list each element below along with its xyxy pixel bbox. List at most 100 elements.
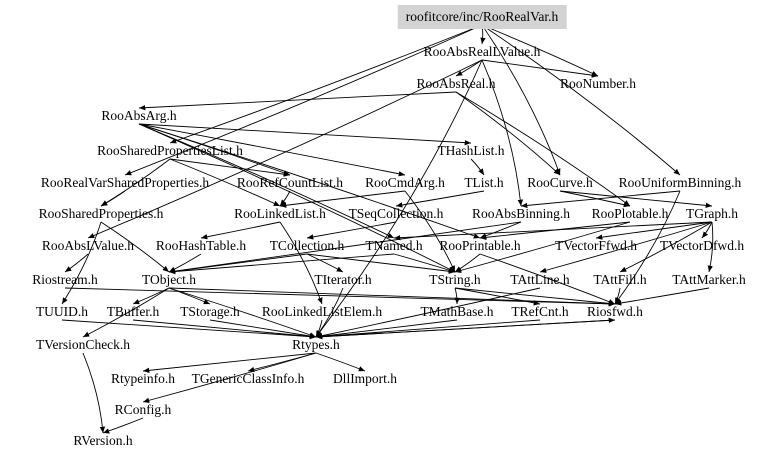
node-RooSharedProperties[interactable]: RooSharedProperties.h [38, 206, 164, 221]
node-RooAbsRealLValue[interactable]: RooAbsRealLValue.h [423, 44, 541, 59]
edge-TCollection-to-TIterator [306, 253, 344, 273]
edge-root-to-RooUniformBinning [481, 24, 681, 176]
edge-Rtypes-to-TGenericClassInfo [247, 352, 317, 373]
edge-TCollection-to-TString [306, 253, 456, 274]
edge-root-to-RooSharedPropertiesList [169, 24, 483, 144]
edge-TStorage-to-Rtypes [209, 319, 317, 339]
node-RooNumber[interactable]: RooNumber.h [559, 76, 637, 91]
node-THashList[interactable]: THashList.h [437, 143, 505, 158]
edge-RooCurve-to-TGraph [559, 190, 713, 209]
edge-RooPrintable-to-TString [454, 253, 481, 273]
edge-RooAbsArg-to-TString [138, 123, 456, 273]
node-RooCurve[interactable]: RooCurve.h [527, 175, 593, 190]
edge-TGraph-to-TAttFill [619, 221, 713, 273]
edge-Rtypes-to-Rtypeinfo [142, 352, 317, 374]
node-RooRealVarSharedProperties[interactable]: RooRealVarSharedProperties.h [40, 175, 210, 190]
edge-RooAbsRealLValue-to-RooAbsBinning [481, 59, 524, 207]
node-TUUID[interactable]: TUUID.h [35, 304, 89, 319]
node-TSeqCollection[interactable]: TSeqCollection.h [348, 206, 444, 221]
edge-TString-to-TMathBase [454, 287, 460, 305]
edge-TGraph-to-TNamed [393, 221, 713, 241]
edge-TString-to-TRefCnt [454, 287, 541, 306]
node-RooRefCountList[interactable]: RooRefCountList.h [236, 175, 344, 190]
node-Rtypeinfo[interactable]: Rtypeinfo.h [110, 371, 176, 386]
edge-root-to-RooCurve [481, 24, 561, 176]
edge-RooCmdArg-to-TString [404, 190, 456, 273]
node-RooAbsArg[interactable]: RooAbsArg.h [101, 108, 177, 123]
node-TNamed[interactable]: TNamed.h [365, 238, 423, 253]
edge-RooAbsArg-to-RooRefCountList [138, 123, 291, 176]
node-DllImport[interactable]: DllImport.h [332, 371, 398, 386]
node-TStorage[interactable]: TStorage.h [180, 304, 240, 319]
node-RooUniformBinning[interactable]: RooUniformBinning.h [618, 175, 742, 190]
edge-TGraph-to-TAttMarker [707, 221, 714, 273]
node-RooLinkedList[interactable]: RooLinkedList.h [234, 206, 326, 221]
edge-RooAbsArg-to-TNamed [138, 123, 395, 239]
edge-TRefCnt-to-Rtypes [315, 319, 541, 340]
node-TVectorFfwd[interactable]: TVectorFfwd.h [554, 238, 638, 253]
node-TAttLine[interactable]: TAttLine.h [510, 272, 570, 287]
node-TString[interactable]: TString.h [429, 272, 481, 287]
edge-root-to-RooNumber [481, 24, 599, 77]
node-Rtypes[interactable]: Rtypes.h [292, 337, 340, 352]
edge-TUUID-to-Rtypes [61, 319, 317, 340]
edge-RooAbsRealLValue-to-RooNumber [481, 59, 599, 78]
edge-TGraph-to-TAttLine [539, 221, 713, 273]
edge-TGraph-to-TVectorDfwd [701, 221, 713, 239]
edge-RooAbsLValue-to-Riostream [64, 253, 89, 273]
node-TGraph[interactable]: TGraph.h [685, 206, 739, 221]
node-RooLinkedListElem[interactable]: RooLinkedListElem.h [261, 304, 383, 319]
edge-TBuffer-to-Rtypes [132, 319, 317, 340]
edge-TObject-to-Rtypes [168, 287, 317, 338]
edge-TList-to-TSeqCollection [395, 190, 485, 208]
node-RooPlotable[interactable]: RooPlotable.h [591, 206, 669, 221]
node-RConfig[interactable]: RConfig.h [114, 402, 172, 417]
node-TList[interactable]: TList.h [464, 175, 504, 190]
node-RooSharedPropertiesList[interactable]: RooSharedPropertiesList.h [97, 143, 243, 158]
node-RooAbsLValue[interactable]: RooAbsLValue.h [41, 238, 135, 253]
node-TAttFill[interactable]: TAttFill.h [593, 272, 647, 287]
node-RooAbsReal[interactable]: RooAbsReal.h [416, 76, 496, 91]
node-TMathBase[interactable]: TMathBase.h [420, 304, 494, 319]
node-RooPrintable[interactable]: RooPrintable.h [439, 238, 521, 253]
edge-RooUniformBinning-to-Riosfwd [614, 190, 681, 305]
edge-RooCurve-to-RooPlotable [559, 190, 631, 208]
edge-root-to-RooRealVarSharedProperties [124, 24, 483, 176]
node-Riostream[interactable]: Riostream.h [32, 272, 98, 287]
node-TBuffer[interactable]: TBuffer.h [106, 304, 160, 319]
edge-RooRefCountList-to-RooLinkedList [279, 190, 291, 207]
edge-RooLinkedList-to-RooHashTable [200, 221, 281, 240]
node-Riosfwd[interactable]: Riosfwd.h [587, 304, 643, 319]
edge-TGraph-to-TVectorFfwd [595, 221, 713, 240]
node-RVersion[interactable]: RVersion.h [73, 433, 133, 448]
node-TVersionCheck[interactable]: TVersionCheck.h [35, 337, 131, 352]
edge-TString-to-Riosfwd [454, 287, 616, 307]
edge-TAttFill-to-Riosfwd [614, 287, 621, 305]
edge-TObject-to-TVersionCheck [82, 287, 170, 338]
node-TCollection[interactable]: TCollection.h [269, 238, 345, 253]
edge-RooUniformBinning-to-RooAbsBinning [520, 190, 681, 209]
edge-TMathBase-to-Rtypes [315, 319, 458, 339]
edge-RooAbsArg-to-RooCmdArg [138, 123, 406, 177]
node-RooHashTable[interactable]: RooHashTable.h [155, 238, 247, 253]
node-root[interactable]: roofitcore/inc/RooRealVar.h [397, 5, 567, 29]
edge-RConfig-to-RVersion [102, 417, 144, 434]
node-TRefCnt[interactable]: TRefCnt.h [511, 304, 569, 319]
node-TObject[interactable]: TObject.h [141, 272, 197, 287]
edge-RooPrintable-to-Riosfwd [479, 253, 616, 305]
edge-RooSharedPropertiesList-to-RooRefCountList [169, 158, 291, 177]
node-TAttMarker[interactable]: TAttMarker.h [672, 272, 746, 287]
node-TVectorDfwd[interactable]: TVectorDfwd.h [659, 238, 745, 253]
node-TGenericClassInfo[interactable]: TGenericClassInfo.h [191, 371, 305, 386]
node-RooCmdArg[interactable]: RooCmdArg.h [365, 175, 445, 190]
edge-RooAbsRealLValue-to-RooAbsLValue [87, 59, 483, 239]
edge-RooAbsReal-to-RooPlotable [455, 91, 631, 207]
edge-RooSharedProperties-to-TObject [100, 221, 170, 273]
node-TIterator[interactable]: TIterator.h [314, 272, 372, 287]
edge-TVersionCheck-to-RVersion [82, 352, 106, 434]
edge-RooSharedProperties-to-TUUID [61, 221, 102, 305]
node-RooAbsBinning[interactable]: RooAbsBinning.h [472, 206, 570, 221]
edge-TSeqCollection-to-TCollection [306, 221, 397, 240]
